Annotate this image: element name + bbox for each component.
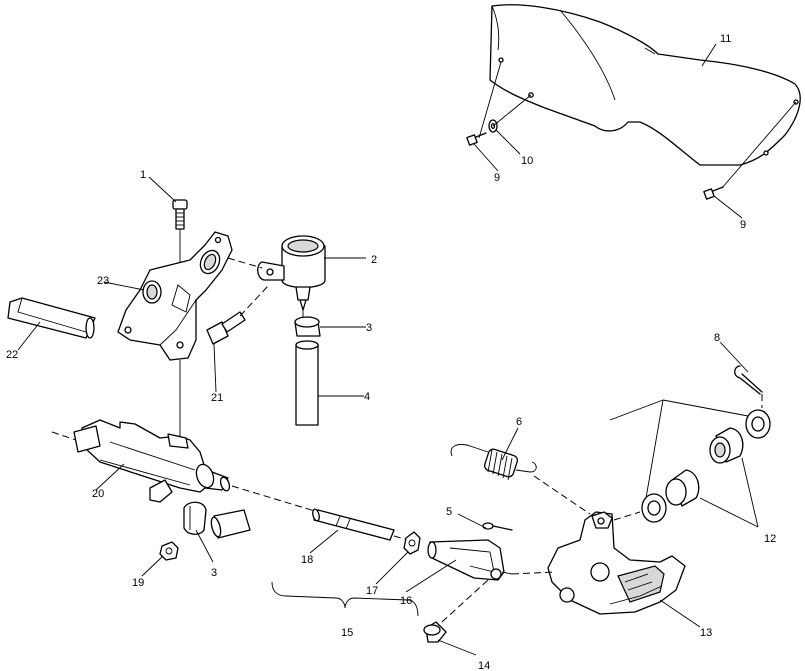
callout-1: 1	[140, 169, 146, 181]
cotter-pin-part-8	[734, 365, 763, 395]
bolt-part-21	[206, 311, 246, 345]
pin-part-14	[423, 621, 447, 643]
callout-9-right: 9	[740, 219, 746, 231]
callout-18: 18	[301, 554, 313, 566]
callout-6: 6	[516, 416, 522, 428]
screw-part-9-left	[466, 132, 487, 146]
callout-23: 23	[97, 275, 109, 287]
clevis-part-16	[427, 539, 513, 581]
screw-part-9-right	[703, 186, 724, 200]
callout-labels: 1 2 3 3 4 5 6 8 9 9 10 11 12 13 14 15 16…	[6, 33, 776, 671]
bushing-part-12-upper	[709, 427, 744, 464]
nut-part-17	[403, 531, 421, 555]
callout-12: 12	[764, 533, 776, 545]
seat-cover-part	[489, 4, 801, 166]
callout-4: 4	[364, 391, 370, 403]
master-cylinder-part-20	[73, 419, 231, 503]
reservoir-part-2	[257, 235, 326, 311]
callout-13: 13	[700, 627, 712, 639]
callout-10: 10	[521, 155, 533, 167]
callout-9-left: 9	[494, 172, 500, 184]
callout-17: 17	[366, 585, 378, 597]
callout-22: 22	[6, 349, 18, 361]
washer-part-12-upper	[745, 409, 771, 439]
bushing-part-12-lower	[665, 469, 700, 507]
callout-16: 16	[400, 595, 412, 607]
callout-3-lower: 3	[211, 567, 217, 579]
cotter-pin-part-5	[482, 522, 513, 531]
clamp-part-3-lower	[183, 501, 207, 535]
callout-3-upper: 3	[366, 322, 372, 334]
washer-part-12-lower	[641, 493, 667, 523]
spring-part-6	[450, 444, 537, 481]
callout-15: 15	[341, 627, 353, 639]
clamp-part-3-upper	[294, 316, 321, 337]
nut-part-19	[159, 541, 179, 561]
pad-part-22	[7, 297, 96, 339]
callout-20: 20	[92, 488, 104, 500]
pedal-part-13	[547, 511, 686, 615]
bolt-part-1	[172, 199, 188, 230]
hose-part-4	[295, 340, 319, 426]
hose-section-lower	[210, 509, 251, 539]
callout-8: 8	[714, 332, 720, 344]
leader-lines	[17, 43, 759, 656]
bracket-part-23	[117, 231, 233, 361]
pushrod-part-18	[312, 508, 395, 541]
callout-14: 14	[478, 660, 490, 671]
callout-19: 19	[132, 577, 144, 589]
callout-21: 21	[211, 392, 223, 404]
callout-11: 11	[720, 33, 731, 45]
callout-2: 2	[371, 254, 377, 266]
callout-5: 5	[446, 506, 452, 518]
